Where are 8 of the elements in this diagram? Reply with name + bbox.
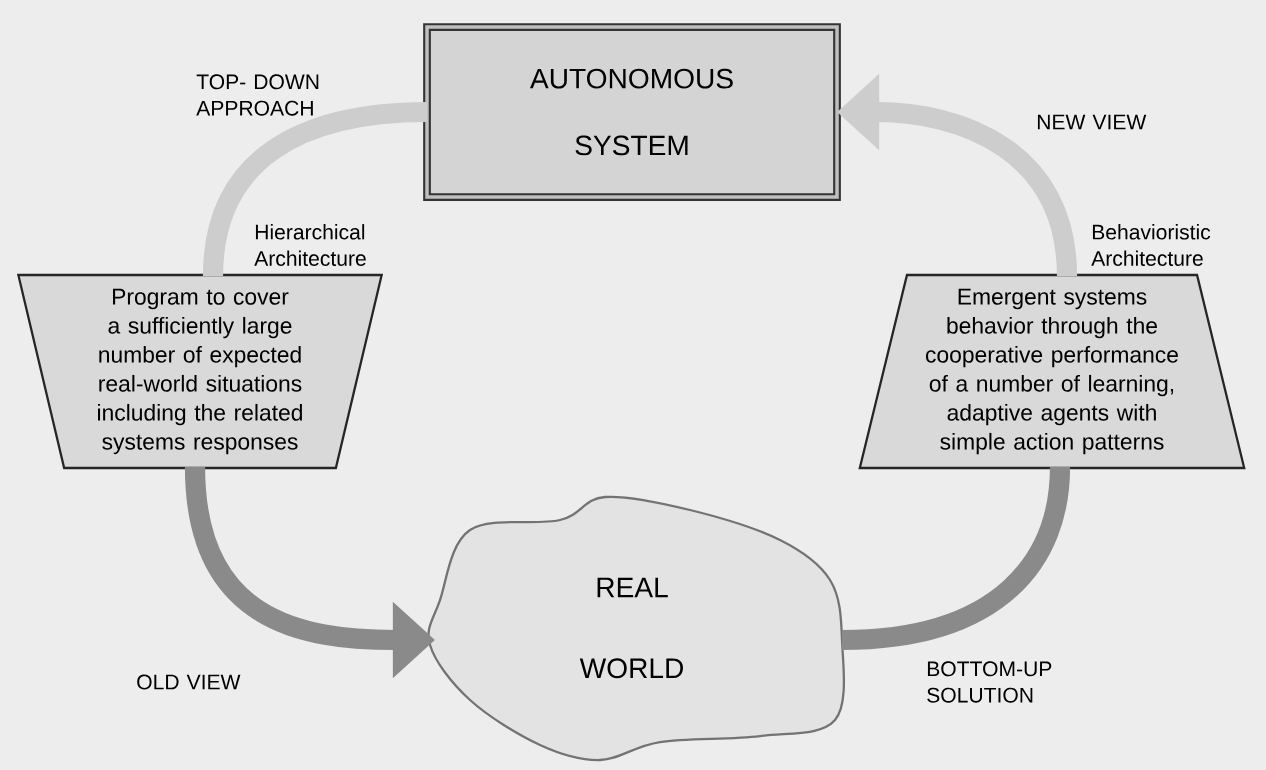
side-caption: Behavioristic Architecture [1091, 224, 1211, 266]
edge-label: NEW VIEW [1037, 114, 1147, 130]
edge-label: OLD VIEW [137, 674, 241, 690]
trapezoid-box: Emergent systems behavior through the cooperative performance of a number of learning, adaptive agents with simple action patterns [858, 273, 1246, 470]
system-box: AUTONOMOUS SYSTEM [423, 23, 841, 201]
side-caption: Hierarchical Architecture [254, 224, 366, 266]
edge-label: BOTTOM-UP SOLUTION [927, 661, 1052, 703]
edge-label: TOP- DOWN APPROACH [196, 74, 319, 116]
